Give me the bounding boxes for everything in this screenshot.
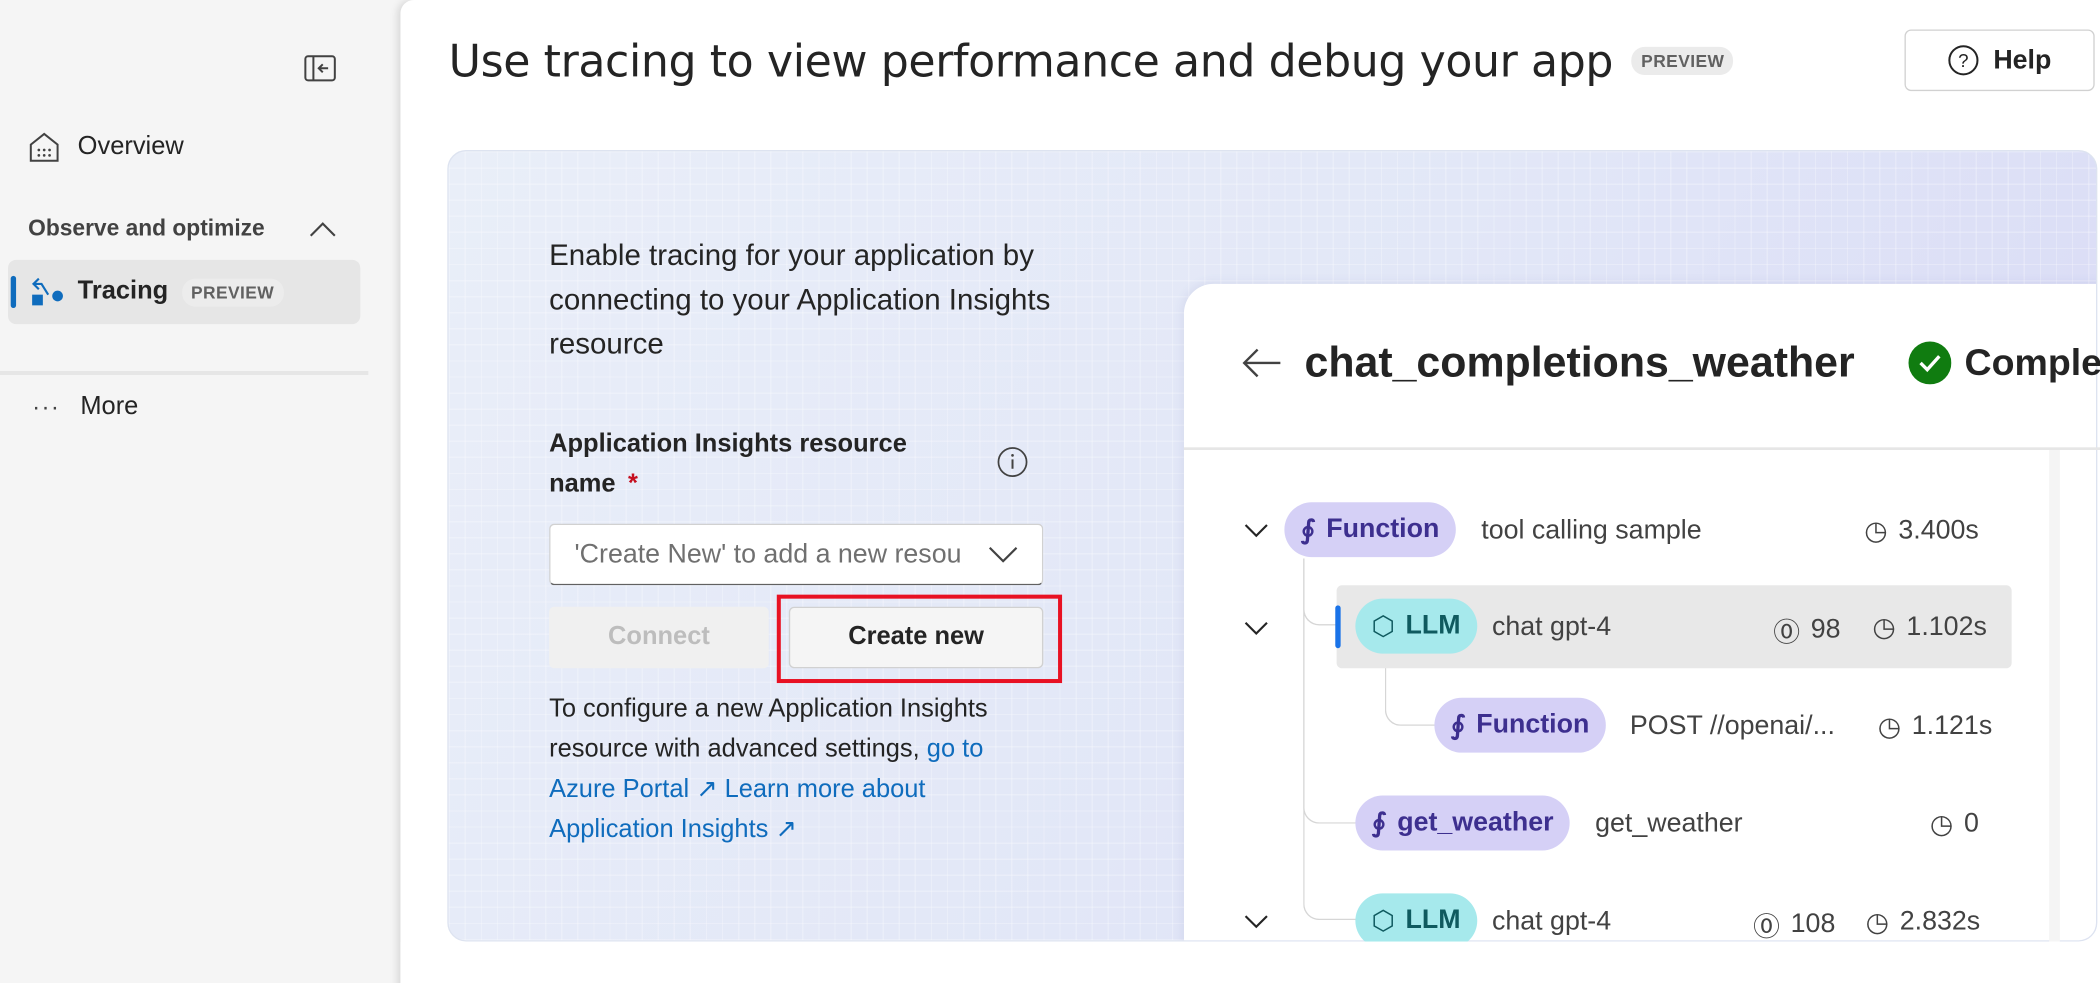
panel-divider [2049, 450, 2060, 943]
intro-text: Enable tracing for your application by c… [549, 238, 1051, 361]
more-icon: ··· [32, 393, 61, 420]
learn-more-link[interactable]: Learn more about Application Insights ↗︎ [549, 775, 926, 844]
help-button[interactable]: ? Help [1904, 29, 2095, 92]
trace-title: chat_completions_weather [1304, 337, 1855, 386]
clock-icon: ◷ [1865, 908, 1890, 938]
duration: ◷0 [1929, 808, 1979, 840]
field-label: Application Insights resource name [549, 429, 907, 499]
sidebar-item-label: Overview [77, 132, 184, 161]
span-name: get_weather [1595, 808, 1743, 839]
help-paragraph: To configure a new Application Insights … [549, 690, 1031, 851]
section-observe-optimize[interactable]: Observe and optimize [28, 216, 336, 243]
preview-badge: PREVIEW [181, 277, 284, 307]
help-label: Help [1993, 44, 2052, 75]
svg-text:?: ? [1959, 50, 1969, 71]
collapse-sidebar-button[interactable] [304, 55, 336, 82]
info-icon[interactable] [996, 446, 1028, 478]
external-link-icon: ↗︎ [696, 775, 718, 804]
question-circle-icon: ? [1948, 45, 1979, 76]
duration: ◷3.400s [1864, 515, 1979, 547]
duration: ◷2.832s [1865, 906, 1981, 938]
back-arrow-icon[interactable] [1240, 346, 1283, 378]
sidebar-item-tracing[interactable]: Tracing PREVIEW [8, 259, 361, 325]
chevron-down-icon[interactable] [1243, 619, 1270, 638]
panel-collapse-icon [304, 55, 336, 82]
building-icon [29, 132, 59, 162]
duration: ◷1.121s [1877, 711, 1993, 742]
cube-icon: ⬡ [1371, 906, 1395, 937]
chevron-up-icon [309, 222, 336, 237]
span-type-function[interactable]: ∮Function [1434, 697, 1606, 753]
page-bottom [400, 941, 2100, 983]
selected-indicator [1335, 605, 1341, 649]
span-type-get-weather[interactable]: ∮get_weather [1355, 795, 1570, 851]
clock-icon: ◷ [1929, 810, 1954, 840]
token-icon: ⓪ [1753, 913, 1780, 943]
span-name: chat gpt-4 [1491, 612, 1612, 642]
create-new-button[interactable]: Create new [788, 606, 1044, 669]
azure-portal-link[interactable]: go to Azure Portal ↗︎ [549, 735, 984, 804]
sidebar-item-label: Tracing [77, 277, 169, 306]
span-type-llm[interactable]: ⬡LLM [1355, 598, 1477, 654]
resource-dropdown[interactable]: 'Create New' to add a new resou [549, 523, 1044, 586]
cube-icon: ⬡ [1371, 612, 1395, 642]
tracing-icon [31, 277, 63, 306]
check-circle-icon [1908, 340, 1952, 384]
clock-icon: ◷ [1877, 712, 1902, 742]
active-indicator [10, 275, 17, 309]
chevron-down-icon [988, 547, 1018, 563]
sidebar-item-more[interactable]: ··· More [32, 392, 138, 421]
span-type-function[interactable]: ∮Function [1284, 502, 1456, 558]
dropdown-placeholder: 'Create New' to add a new resou [574, 539, 962, 569]
function-icon: ∮ [1300, 515, 1316, 546]
required-mark: * [628, 470, 638, 499]
header-divider [1183, 447, 2100, 451]
sidebar-item-overview[interactable]: Overview [29, 131, 184, 163]
help-text: To configure a new Application Insights … [549, 695, 988, 764]
function-icon: ∮ [1450, 711, 1466, 741]
duration: ◷1.102s [1872, 612, 1987, 643]
trace-status: Complet [1964, 340, 2100, 383]
sidebar-divider [0, 370, 369, 376]
span-name: POST //openai/... [1629, 711, 1835, 741]
function-icon: ∮ [1371, 808, 1387, 839]
chevron-down-icon[interactable] [1243, 912, 1270, 931]
chevron-down-icon[interactable] [1243, 521, 1270, 540]
preview-badge: PREVIEW [1631, 46, 1734, 76]
page-title: Use tracing to view performance and debu… [448, 34, 1614, 88]
span-type-llm[interactable]: ⬡LLM [1355, 893, 1477, 949]
span-name: chat gpt-4 [1491, 906, 1612, 937]
token-icon: ⓪ [1773, 618, 1801, 649]
external-link-icon: ↗︎ [775, 815, 797, 844]
clock-icon: ◷ [1872, 613, 1896, 643]
section-label: Observe and optimize [28, 215, 265, 242]
connect-button[interactable]: Connect [549, 606, 769, 669]
highlight-box [776, 594, 1063, 684]
span-name: tool calling sample [1481, 515, 1702, 546]
clock-icon: ◷ [1864, 516, 1888, 547]
sidebar-item-label: More [80, 392, 139, 421]
